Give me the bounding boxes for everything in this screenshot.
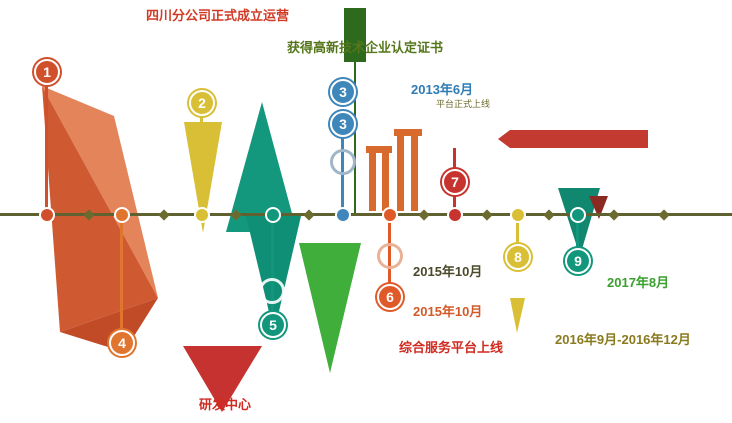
milestone-1-badge: 1 — [34, 59, 60, 85]
milestone-8-date: 2016年9月-2016年12月 — [555, 332, 691, 347]
orange-ribbon-triangle-c — [60, 298, 158, 352]
milestone-2-label: 获得高新技术企业认定证书 — [287, 40, 444, 55]
milestone-5-date: 2015年10月 — [413, 264, 483, 279]
orange-ribbon-triangle-b — [42, 86, 158, 298]
ring-marker — [330, 149, 356, 175]
timeline-axis — [0, 213, 732, 216]
milestone-3-date: 2013年6月 — [411, 82, 474, 97]
dark-green-stem — [354, 62, 356, 214]
orange-ribbon-triangle-a — [42, 86, 158, 332]
ring-marker — [259, 278, 285, 304]
milestone-5-node — [267, 209, 279, 221]
orange-gate-icons — [366, 129, 422, 211]
milestone-9-stem — [576, 216, 579, 248]
milestone-1-node — [41, 209, 53, 221]
milestone-5-stem — [271, 216, 274, 312]
milestone-2-stem — [200, 115, 203, 214]
teal-banner — [558, 188, 600, 256]
milestone-1-stem — [45, 84, 48, 214]
milestone-8-badge: 8 — [505, 244, 531, 270]
milestone-8-node — [512, 209, 524, 221]
milestone-9-node — [572, 209, 584, 221]
milestone-3-badge: 3 — [330, 79, 356, 105]
milestone-6-badge: 6 — [377, 284, 403, 310]
milestone-4-node — [116, 209, 128, 221]
milestone-2-badge: 2 — [189, 90, 215, 116]
milestone-9-badge: 9 — [565, 248, 591, 274]
milestone-9-date: 2017年8月 — [607, 275, 670, 290]
red-ribbon-banner — [498, 130, 648, 148]
milestone-4-stem — [120, 216, 123, 330]
milestone-5-badge: 5 — [260, 312, 286, 338]
maroon-accent — [589, 196, 608, 219]
yellow-banner — [184, 122, 222, 233]
milestone-4-label: 研发中心 — [199, 397, 252, 412]
red-down-triangle — [183, 346, 262, 412]
milestone-8-stem — [516, 216, 519, 244]
milestone-7-label: 综合服务平台上线 — [399, 340, 504, 355]
milestone-3-badge-secondary: 3 — [330, 111, 356, 137]
teal-up-triangle — [226, 102, 297, 232]
milestone-7-badge: 7 — [442, 169, 468, 195]
milestone-6-node — [384, 209, 396, 221]
milestone-7-node — [449, 209, 461, 221]
milestone-1-label: 四川分公司正式成立运营 — [146, 8, 290, 23]
ring-marker — [377, 243, 403, 269]
milestone-3-node — [337, 209, 349, 221]
milestone-4-badge: 4 — [109, 330, 135, 356]
milestone-3-sublabel: 平台正式上线 — [436, 99, 491, 109]
milestone-2-node — [196, 209, 208, 221]
yellow-accent — [510, 298, 525, 333]
milestone-6-date: 2015年10月 — [413, 304, 483, 319]
green-down-triangle — [299, 243, 361, 373]
dark-green-banner — [344, 8, 366, 62]
